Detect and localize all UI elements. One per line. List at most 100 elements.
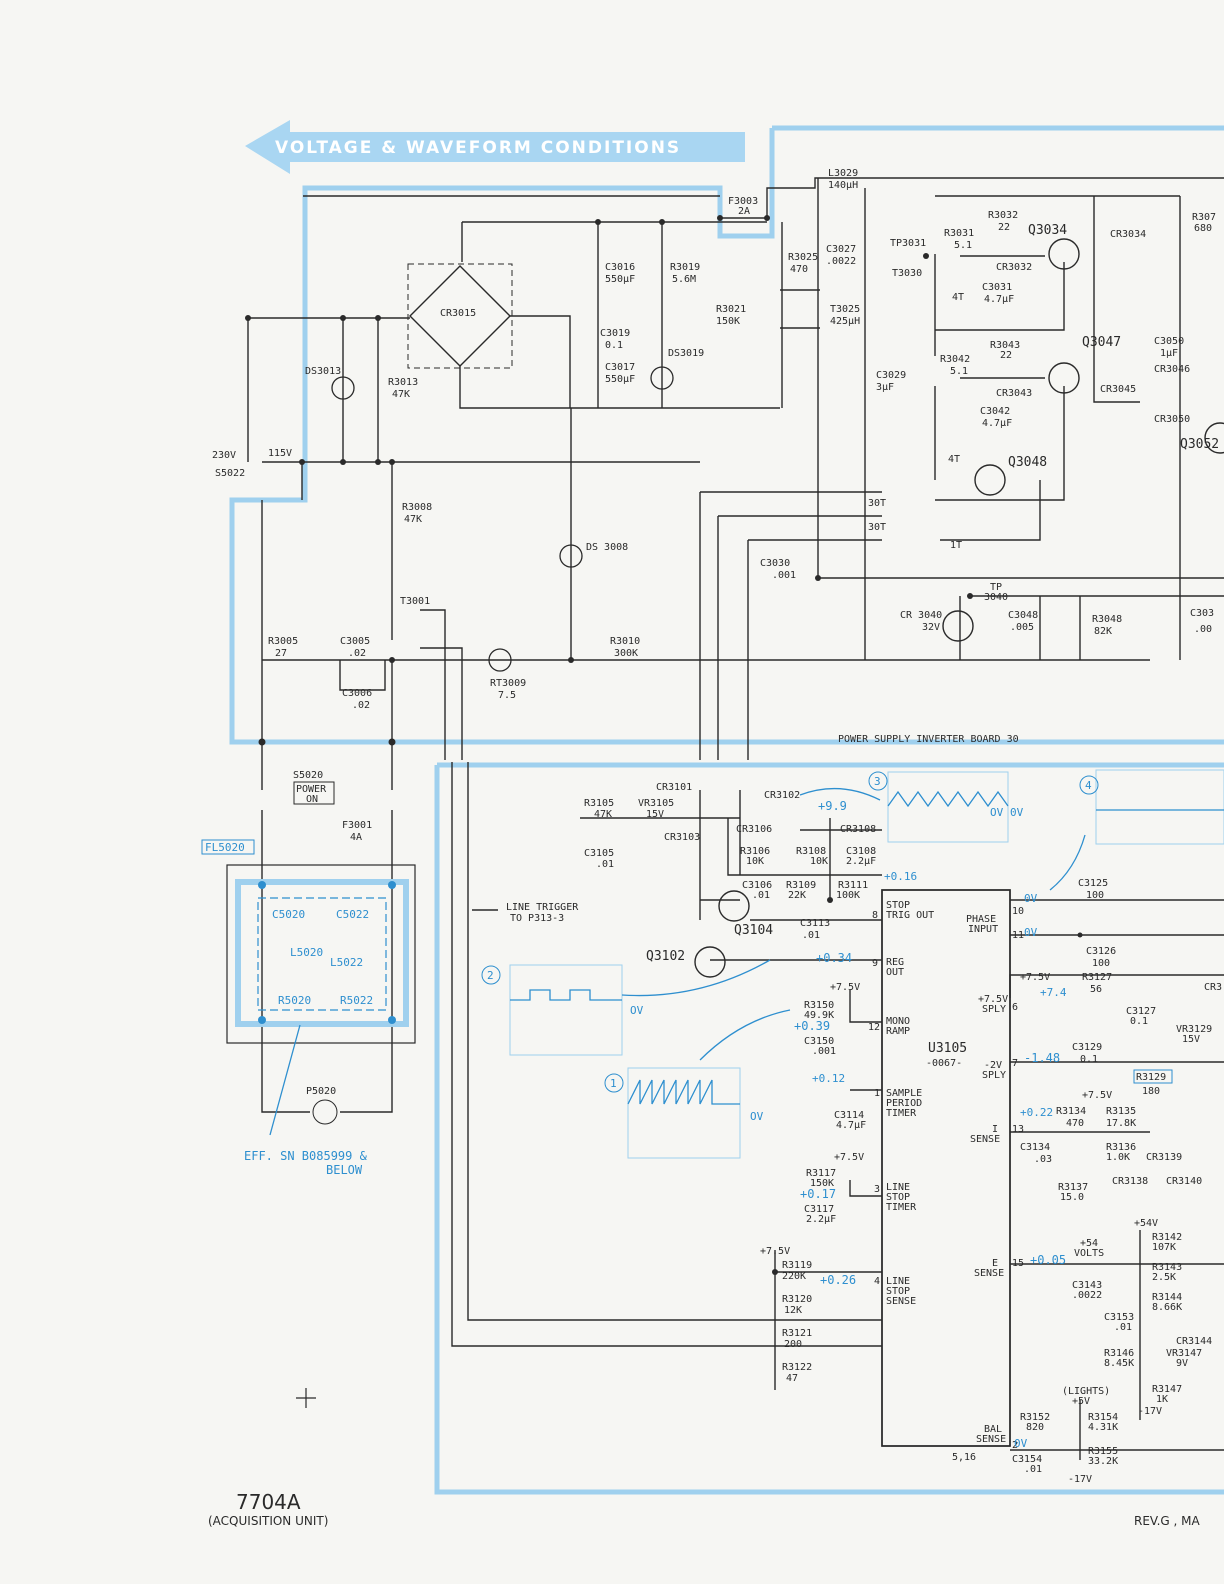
label-cr3: CR3 [1204, 982, 1222, 993]
value-c3016: 550μF [605, 274, 635, 285]
value-c3030: .001 [772, 570, 796, 581]
volt-plus-9-9: +9.9 [818, 799, 847, 813]
value-r307: 680 [1194, 223, 1212, 234]
volt-plus-7-4: +7.4 [1040, 986, 1067, 999]
label-t3001: T3001 [400, 596, 430, 607]
value-r3152: 820 [1026, 1422, 1044, 1433]
label-q3048: Q3048 [1008, 455, 1047, 470]
label-cr3106: CR3106 [736, 824, 772, 835]
value-c3117: 2.2μF [806, 1214, 836, 1225]
label-r3135: R3135 [1106, 1106, 1136, 1117]
annotation-arrows [269, 787, 1086, 1136]
value-r3147: 1K [1156, 1394, 1168, 1405]
label-c3134: C3134 [1020, 1142, 1050, 1153]
pin-isense-2: SENSE [970, 1134, 1000, 1145]
neon-lamps [331, 366, 674, 672]
v75-e: +7.5V [1082, 1090, 1112, 1101]
value-c3127: 0.1 [1130, 1016, 1148, 1027]
pin-num-1: 1 [874, 1088, 880, 1099]
label-r3152: R3152 [1020, 1412, 1050, 1423]
volt-plus-0-16: +0.16 [884, 870, 917, 883]
pin-2s-1: -2V [984, 1060, 1002, 1071]
label-r3122: R3122 [782, 1362, 812, 1373]
junction-dots [245, 215, 1083, 1275]
value-c3106: .01 [752, 890, 770, 901]
label-c3143: C3143 [1072, 1280, 1102, 1291]
waveform-2-ov: OV [630, 1004, 644, 1017]
waveform-boxes [509, 769, 1224, 1159]
value-r3119: 220K [782, 1271, 806, 1282]
value-r3042: 5.1 [950, 366, 968, 377]
value-r3019: 5.6M [672, 274, 696, 285]
voltage-annotations: +9.9 +0.16 +0.34 +0.39 +0.12 +0.17 +0.26… [481, 771, 1099, 1450]
value-r3136: 1.0K [1106, 1152, 1130, 1163]
waveform-2-number: 2 [487, 969, 494, 982]
label-r3010: R3010 [610, 636, 640, 647]
label-r3013: R3013 [388, 377, 418, 388]
label-r307: R307 [1192, 212, 1216, 223]
value-r3134: 470 [1066, 1118, 1084, 1129]
pin-num-4: 4 [874, 1276, 880, 1287]
value-r3142: 107K [1152, 1242, 1176, 1253]
label-c3114: C3114 [834, 1110, 864, 1121]
pin-stop-2: TRIG OUT [886, 910, 934, 921]
label-c3126: C3126 [1086, 946, 1116, 957]
value-c3154: .01 [1024, 1464, 1042, 1475]
label-c3105: C3105 [584, 848, 614, 859]
v54-a: +54V [1134, 1218, 1158, 1229]
pin-lst-1: LINE [886, 1182, 910, 1193]
fl5020-tag [201, 839, 255, 855]
value-r3005: 27 [275, 648, 287, 659]
value-c3027: .0022 [826, 256, 856, 267]
waveform-1-ov: OV [750, 1110, 764, 1123]
value-c3048: .005 [1010, 622, 1034, 633]
pin-num-12: 12 [868, 1022, 880, 1033]
label-ds3008: DS 3008 [586, 542, 628, 553]
value-r3108: 10K [810, 856, 828, 867]
label-p5020: P5020 [306, 1086, 336, 1097]
label-c3048: C3048 [1008, 610, 1038, 621]
label-ds3013: DS3013 [305, 366, 341, 377]
value-f3003: 2A [738, 206, 750, 217]
label-30t-a: 30T [868, 498, 886, 509]
value-r3013: 47K [392, 389, 410, 400]
value-c3006: .02 [352, 700, 370, 711]
label-r3019: R3019 [670, 262, 700, 273]
label-q3102: Q3102 [646, 949, 685, 964]
label-cr3046: CR3046 [1154, 364, 1190, 375]
label-r3119: R3119 [782, 1260, 812, 1271]
value-c3126: 100 [1092, 958, 1110, 969]
value-l3029: 140μH [828, 180, 858, 191]
volt-plus-0-12: +0.12 [812, 1072, 845, 1085]
pin-num-516: 5,16 [952, 1452, 976, 1463]
label-r3134: R3134 [1056, 1106, 1086, 1117]
label-r3106: R3106 [740, 846, 770, 857]
note-line2: BELOW [326, 1163, 363, 1177]
pin-75s-1: +7.5V [978, 994, 1008, 1005]
label-1t: 1T [950, 540, 962, 551]
pin-phase-1: PHASE [966, 914, 996, 925]
label-r3117: R3117 [806, 1168, 836, 1179]
label-r3108: R3108 [796, 846, 826, 857]
v17-a: -17V [1138, 1406, 1162, 1417]
value-r3021: 150K [716, 316, 740, 327]
label-cr3101: CR3101 [656, 782, 692, 793]
value-c3150: .001 [812, 1046, 836, 1057]
label-r3121: R3121 [782, 1328, 812, 1339]
label-c3117: C3117 [804, 1204, 834, 1215]
model-number: 7704A [236, 1490, 301, 1514]
label-volts: VOLTS [1074, 1248, 1104, 1259]
label-r3025: R3025 [788, 252, 818, 263]
label-t3030: T3030 [892, 268, 922, 279]
footer: 7704A (ACQUISITION UNIT) REV.G , MA [208, 1388, 1200, 1528]
label-c3016: C3016 [605, 262, 635, 273]
value-c3113: .01 [802, 930, 820, 941]
registration-cross [296, 1388, 316, 1408]
value-r3109: 22K [788, 890, 806, 901]
waveform-1-marker [604, 1073, 624, 1093]
value-t3025: 425μH [830, 316, 860, 327]
volt-plus-0-22: +0.22 [1020, 1106, 1053, 1119]
label-cr3015: CR3015 [440, 308, 476, 319]
waveform-3-number: 3 [874, 775, 881, 788]
label-r3144: R3144 [1152, 1292, 1182, 1303]
